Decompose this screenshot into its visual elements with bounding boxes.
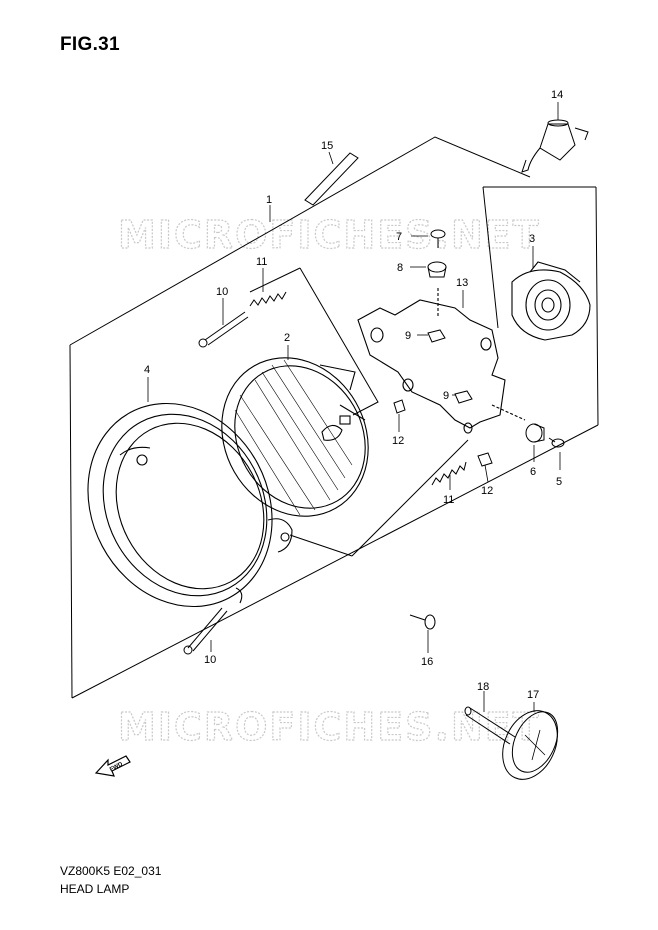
callout-5: 5 (556, 476, 562, 488)
forward-arrow-icon: FWD (94, 755, 131, 777)
callout-18: 18 (477, 681, 489, 693)
callout-2: 2 (284, 332, 290, 344)
callout-11-upper: 11 (256, 256, 267, 268)
callout-8: 8 (397, 262, 403, 274)
callout-12-left: 12 (392, 435, 404, 447)
side-grommet (525, 423, 565, 448)
socket-cover (511, 261, 591, 341)
part-group-name: HEAD LAMP (60, 882, 130, 896)
callout-10-upper: 10 (216, 286, 228, 298)
callout-13: 13 (456, 277, 468, 289)
callout-3: 3 (529, 233, 535, 245)
assembly-outline (69, 136, 599, 699)
headlamp-rim (87, 402, 293, 608)
figure-title: FIG.31 (60, 34, 120, 55)
watermark-top: MICROFICHES.NET (118, 213, 541, 257)
headlamp-bulb (521, 119, 589, 173)
mounting-bracket (357, 288, 526, 434)
callout-9-lower: 9 (443, 390, 449, 402)
retaining-clip (393, 399, 493, 467)
rubber-cap (502, 710, 559, 780)
adjusting-screw (183, 311, 249, 655)
leader-lines (147, 102, 561, 712)
callout-7: 7 (396, 231, 402, 243)
spindle-pin (464, 706, 516, 745)
callout-10-lower: 10 (204, 654, 216, 666)
callout-12-right: 12 (481, 485, 493, 497)
callout-14: 14 (551, 89, 563, 101)
callout-4: 4 (144, 364, 150, 376)
callout-9-upper: 9 (405, 330, 411, 342)
callout-15: 15 (321, 140, 333, 152)
watermark-bottom: MICROFICHES.NET (118, 705, 541, 749)
callout-6: 6 (530, 466, 536, 478)
callout-17: 17 (527, 689, 539, 701)
shim-plate (304, 152, 359, 206)
clip-nut (427, 329, 473, 404)
headlamp-unit (221, 357, 369, 517)
spring (249, 291, 467, 486)
grommet-screw (427, 229, 447, 278)
model-code: VZ800K5 E02_031 (60, 864, 162, 878)
callout-16: 16 (421, 656, 433, 668)
callout-1: 1 (266, 194, 272, 206)
mounting-screw (409, 614, 436, 630)
callout-11-lower: 11 (443, 494, 454, 506)
